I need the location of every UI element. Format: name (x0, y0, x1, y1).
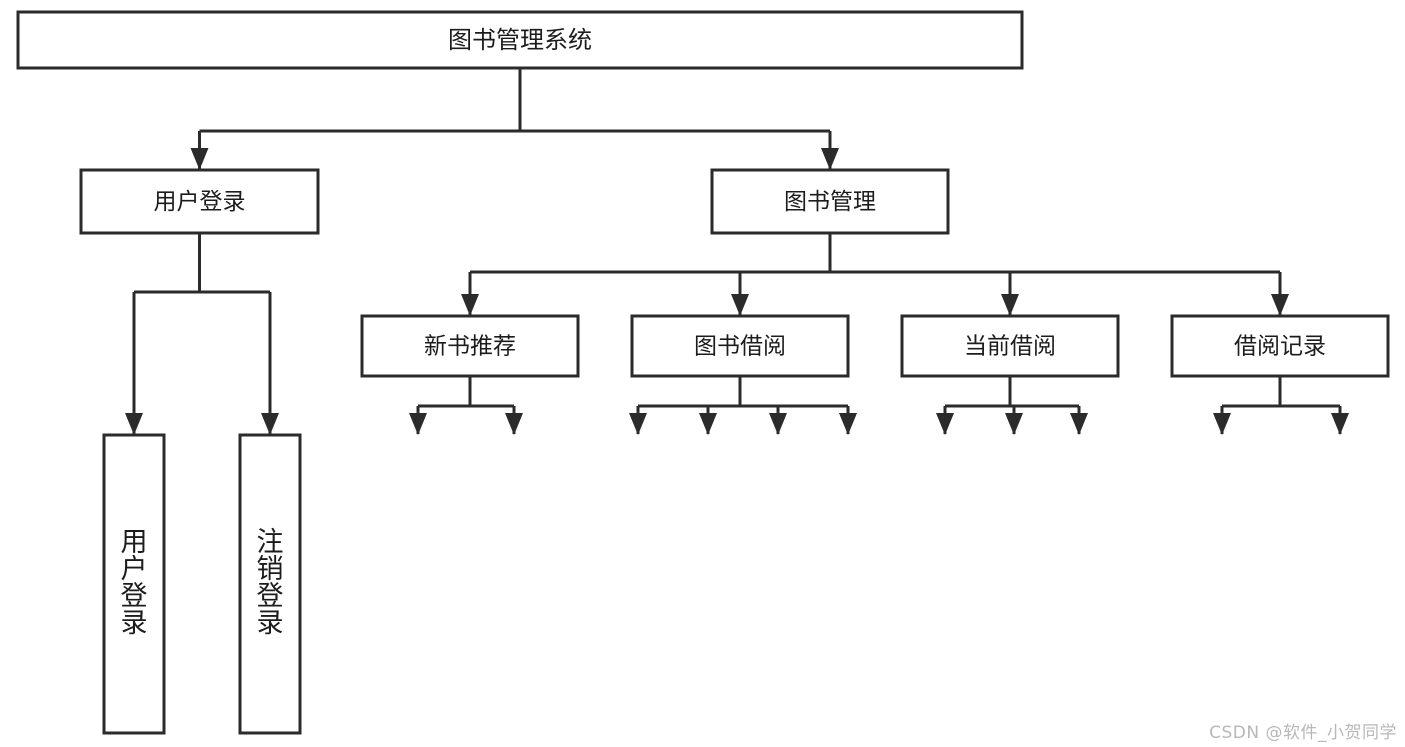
arrow-head-cb-confirm-return (1070, 413, 1088, 435)
node-root[interactable]: 图书管理系统 (16, 10, 1024, 70)
arrow-head-borrow-record (1271, 294, 1289, 316)
node-box-book-management (710, 168, 950, 235)
node-box-borrow-record (1170, 314, 1390, 378)
node-box-book-borrow (630, 314, 850, 378)
arrow-head-current-borrow (1001, 294, 1019, 316)
node-box-user-login (79, 168, 320, 235)
node-box-user-login-leaf (102, 433, 166, 735)
arrow-head-br-query-record (1331, 413, 1349, 435)
arrow-head-bb-add-book (699, 413, 717, 435)
arrow-head-user-login (190, 148, 209, 170)
arrow-head-bb-borrow-book (839, 413, 857, 435)
node-user-login[interactable]: 用户登录 (79, 168, 320, 235)
node-label-book-borrow: 图书借阅 (694, 334, 786, 360)
arrow-head-nbr-query-book (409, 413, 427, 435)
node-label-user-logout-leaf: 注销登录 (257, 527, 284, 639)
arrow-head-br-add-record (1213, 413, 1231, 435)
node-box-new-book-recommend (360, 314, 580, 378)
arrow-head-bb-edit-book (769, 413, 787, 435)
connector-layer (125, 68, 1349, 435)
node-layer: 图书管理系统用户登录用户登录注销登录图书管理新书推荐图书借阅当前借阅借阅记录 (16, 10, 1390, 735)
arrow-head-new-book-recommend (461, 294, 479, 316)
arrow-head-cb-query-book (936, 413, 954, 435)
node-user-logout-leaf[interactable]: 注销登录 (238, 433, 302, 735)
arrow-head-user-login-leaf (125, 413, 143, 435)
arrow-head-book-management (821, 148, 839, 170)
arrow-head-bb-query-book (629, 413, 647, 435)
node-new-book-recommend[interactable]: 新书推荐 (360, 314, 580, 378)
node-label-user-login: 用户登录 (154, 189, 246, 215)
arrow-head-cb-return-book (1005, 413, 1023, 435)
node-label-new-book-recommend: 新书推荐 (424, 334, 516, 360)
node-book-borrow[interactable]: 图书借阅 (630, 314, 850, 378)
node-box-root (16, 10, 1024, 70)
node-label-user-login-leaf: 用户登录 (121, 527, 148, 639)
node-borrow-record[interactable]: 借阅记录 (1170, 314, 1390, 378)
node-label-root: 图书管理系统 (448, 26, 592, 54)
arrow-head-user-logout-leaf (261, 413, 279, 435)
node-label-borrow-record: 借阅记录 (1234, 334, 1326, 360)
node-current-borrow[interactable]: 当前借阅 (900, 314, 1120, 378)
arrow-head-nbr-borrow-book (505, 413, 523, 435)
node-user-login-leaf[interactable]: 用户登录 (102, 433, 166, 735)
node-label-book-management: 图书管理 (784, 189, 876, 215)
node-label-current-borrow: 当前借阅 (964, 334, 1056, 360)
node-box-current-borrow (900, 314, 1120, 378)
node-box-user-logout-leaf (238, 433, 302, 735)
node-book-management[interactable]: 图书管理 (710, 168, 950, 235)
arrow-head-book-borrow (731, 294, 749, 316)
